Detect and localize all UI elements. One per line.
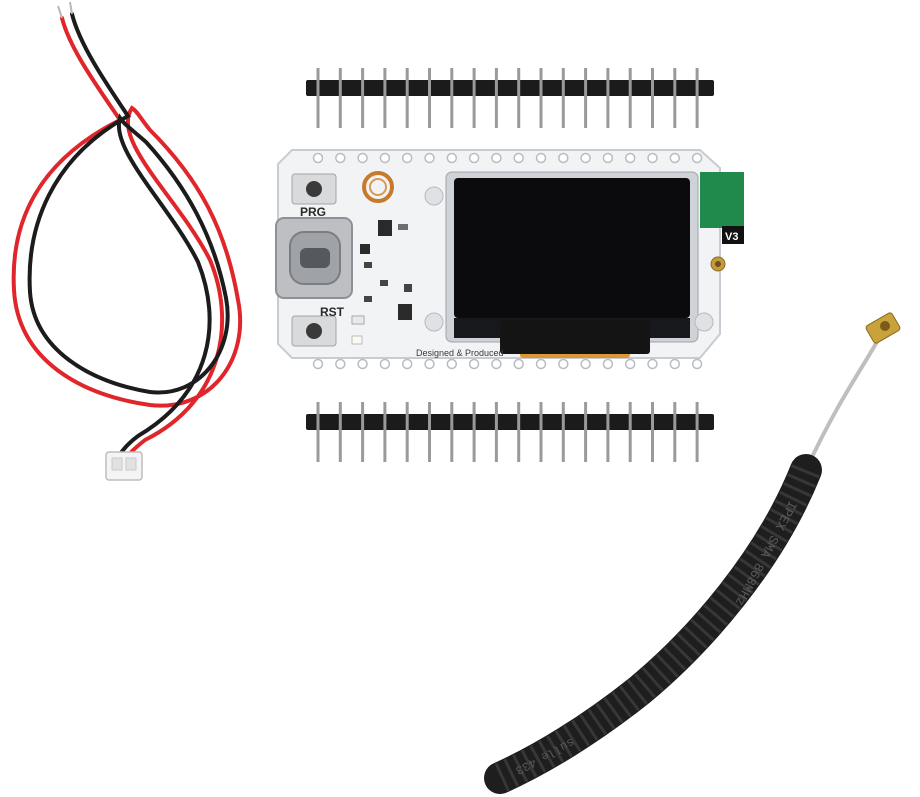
jst-cable xyxy=(11,1,243,481)
pcb-hole xyxy=(558,358,569,370)
pin-header-bottom xyxy=(306,402,714,462)
pcb-hole xyxy=(424,358,435,370)
pin-header-top xyxy=(306,68,714,128)
oled-display xyxy=(445,171,699,358)
pcb-hole xyxy=(468,358,480,370)
rst-button[interactable] xyxy=(291,315,337,347)
pcb-hole xyxy=(312,152,324,164)
pcb-hole xyxy=(647,152,658,164)
dev-board: PRG RST xyxy=(275,149,744,370)
red-wire xyxy=(11,16,243,464)
antenna-print: IPEX SMA 868MHz xyxy=(732,498,800,608)
version-label: V3 xyxy=(725,231,738,243)
black-wire-tip xyxy=(69,1,73,15)
board-credit-label: Designed & Produced xyxy=(416,348,504,358)
ufl-connector xyxy=(710,256,726,272)
mounting-hole xyxy=(424,312,444,332)
pcb-hole xyxy=(401,358,413,370)
pcb-hole xyxy=(647,358,658,370)
usb-c-port[interactable] xyxy=(275,217,353,299)
pcb-hole xyxy=(401,152,413,164)
pcb-hole xyxy=(468,152,480,164)
pcb-hole xyxy=(357,358,368,370)
pcb-hole xyxy=(357,152,368,164)
pcb-hole xyxy=(379,152,391,164)
pcb-hole xyxy=(535,358,547,370)
prg-label: PRG xyxy=(300,205,326,219)
pcb-hole xyxy=(335,152,346,164)
jst-connector xyxy=(105,451,143,481)
chip-antenna xyxy=(700,172,744,228)
black-wire xyxy=(27,12,230,460)
pcb-hole xyxy=(691,152,703,164)
pcb-holes-top xyxy=(312,152,703,164)
pcb-hole xyxy=(602,152,614,164)
pcb-holes-bottom xyxy=(312,358,703,370)
pcb-hole xyxy=(602,358,614,370)
pcb-hole xyxy=(446,358,458,370)
pcb-hole xyxy=(669,152,681,164)
pcb-hole xyxy=(513,358,524,370)
spring-antenna: IPEX SMA 868MHz sulle 433 xyxy=(484,312,901,794)
rst-label: RST xyxy=(320,305,345,319)
pcb-hole xyxy=(580,358,591,370)
prg-button[interactable] xyxy=(291,173,337,205)
pcb-hole xyxy=(335,358,346,370)
pcb-hole xyxy=(580,152,591,164)
pcb-hole xyxy=(446,152,458,164)
mounting-hole xyxy=(694,312,714,332)
pcb-hole xyxy=(624,152,636,164)
ufl-plug xyxy=(865,312,901,344)
pcb-hole xyxy=(691,358,703,370)
pcb-hole xyxy=(312,358,324,370)
red-wire-tip xyxy=(57,5,63,19)
smd-components xyxy=(351,220,412,345)
pcb-hole xyxy=(558,152,569,164)
pcb-hole xyxy=(379,358,391,370)
pcb-hole xyxy=(624,358,636,370)
pigtail-cable xyxy=(804,335,882,471)
copper-coil xyxy=(362,171,394,203)
pcb-hole xyxy=(669,358,681,370)
pcb-hole xyxy=(424,152,435,164)
pcb-hole xyxy=(535,152,547,164)
pcb-hole xyxy=(491,152,502,164)
pcb-hole xyxy=(491,358,502,370)
antenna-sleeve-ridges xyxy=(493,464,820,792)
pcb-hole xyxy=(513,152,524,164)
version-badge xyxy=(722,226,744,244)
mounting-hole xyxy=(424,186,444,206)
antenna-sleeve xyxy=(484,454,822,794)
